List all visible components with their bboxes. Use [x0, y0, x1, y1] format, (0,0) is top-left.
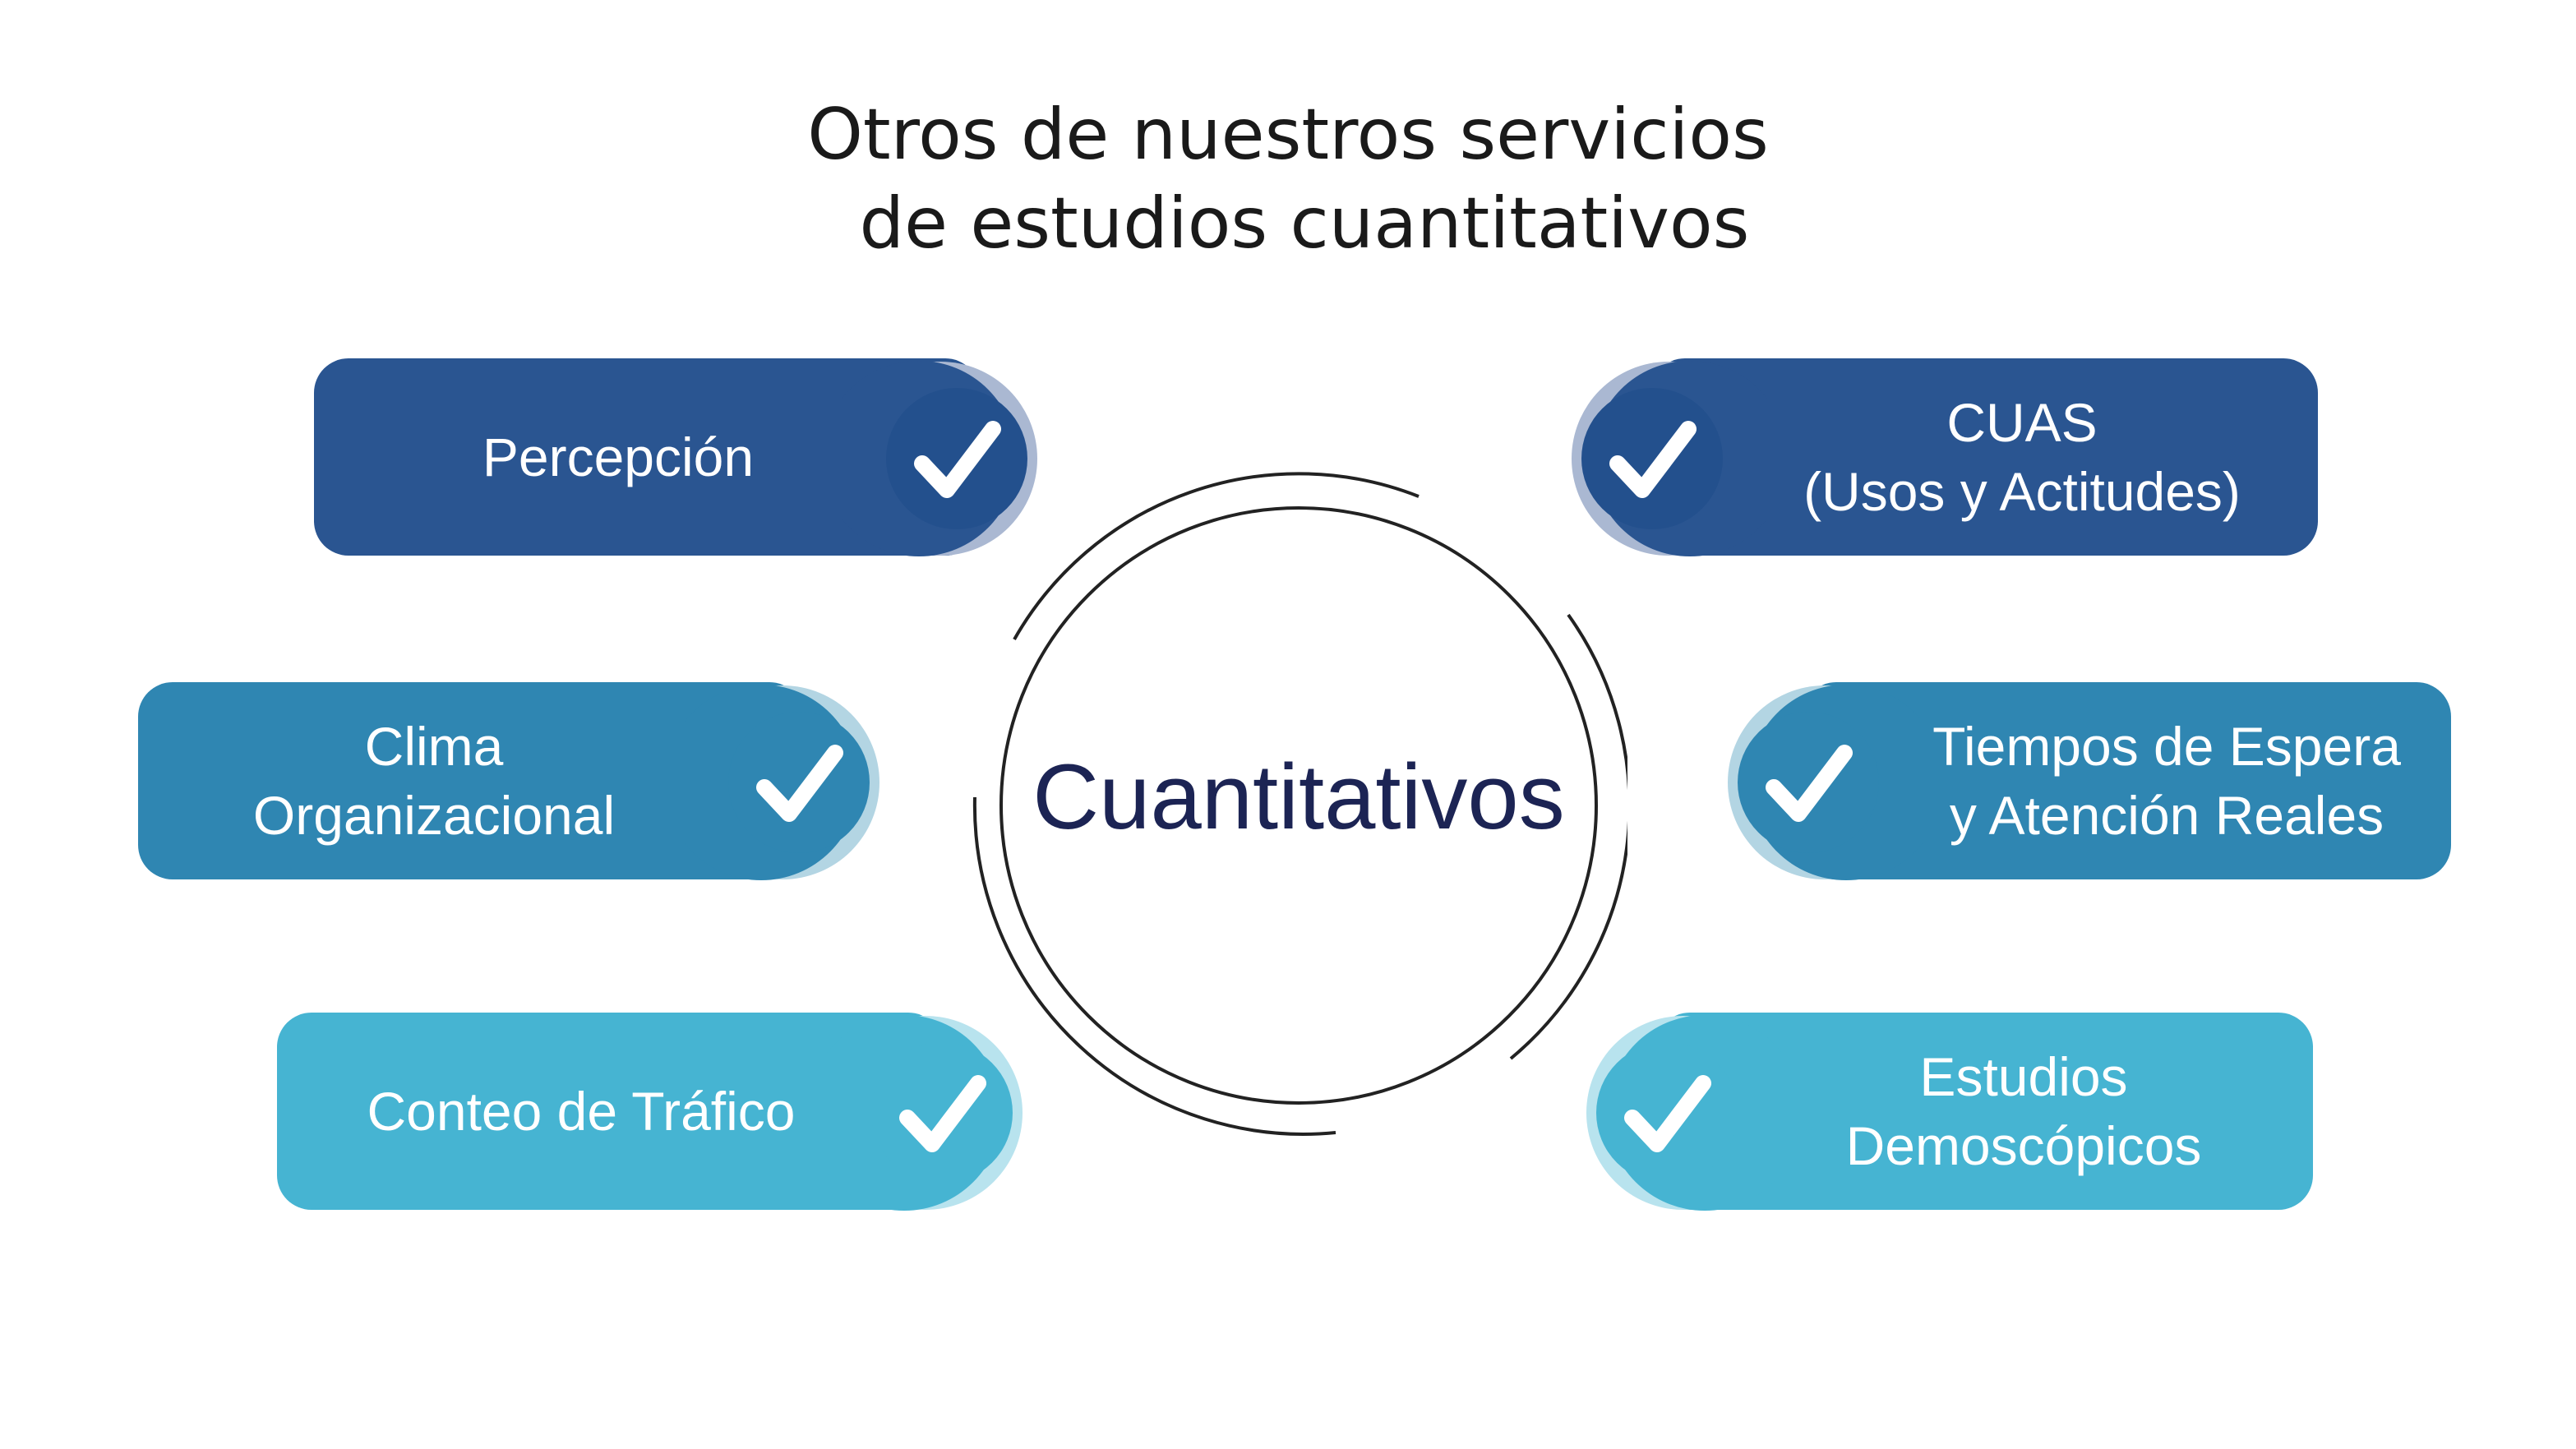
check-icon: [1624, 1075, 1711, 1152]
center-rings: [972, 472, 1627, 1136]
outer-arc-top: [1013, 472, 1420, 640]
check-badge-4: [1728, 685, 1923, 880]
badge-circle: [1738, 712, 1879, 853]
badge-circle: [1596, 1042, 1738, 1184]
check-badge-1: [684, 685, 879, 880]
center-label: Cuantitativos: [1032, 745, 1565, 848]
check-badge-2: [827, 1015, 1023, 1211]
service-label-line: Conteo de Tráfico: [367, 1081, 796, 1142]
service-label-line: Clima: [364, 716, 504, 777]
check-icon: [899, 1075, 986, 1152]
service-label-line: CUAS: [1946, 392, 2098, 453]
title-line-1: Otros de nuestros servicios: [807, 94, 1769, 176]
outer-arc-bottom: [972, 796, 1336, 1136]
title-line-2: de estudios cuantitativos: [859, 182, 1750, 265]
service-label-line: y Atención Reales: [1949, 785, 2384, 846]
service-label-line: Organizacional: [252, 785, 616, 846]
check-badge-0: [842, 361, 1037, 556]
check-icon: [1609, 421, 1697, 498]
service-label-3: CUAS (Usos y Actitudes): [1726, 358, 2318, 556]
service-label-2: Conteo de Tráfico: [277, 1013, 885, 1210]
check-icon: [1766, 745, 1853, 822]
badge-circle: [728, 712, 870, 853]
service-label-line: Percepción: [482, 427, 755, 487]
service-label-line: (Usos y Actitudes): [1803, 461, 2241, 522]
badge-circle: [871, 1042, 1013, 1184]
check-icon: [756, 745, 843, 822]
center-hub: Cuantitativos: [970, 468, 1627, 1142]
service-label-line: Tiempos de Espera: [1932, 716, 2401, 777]
check-icon: [914, 421, 1001, 498]
center-circle: [999, 506, 1598, 1105]
service-label-line: Demoscópicos: [1845, 1115, 2202, 1176]
badge-circle: [1581, 388, 1723, 529]
diagram-title: Otros de nuestros servicios de estudios …: [0, 90, 2576, 268]
outer-arc-right: [1509, 613, 1627, 1060]
check-badge-5: [1586, 1015, 1782, 1211]
service-label-line: Estudios: [1919, 1046, 2128, 1107]
check-badge-3: [1572, 361, 1767, 556]
service-label-0: Percepción: [314, 358, 922, 556]
service-label-4: Tiempos de Espera y Atención Reales: [1882, 682, 2451, 879]
